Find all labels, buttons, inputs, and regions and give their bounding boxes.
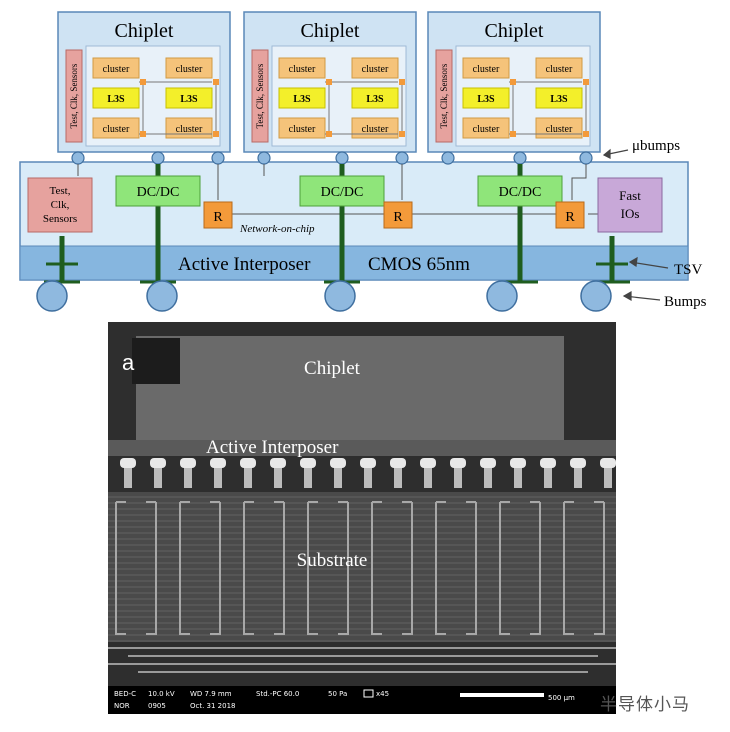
block-label: L3S [550, 94, 568, 105]
dcdc-label: DC/DC [321, 185, 364, 200]
block-label: cluster [546, 64, 573, 75]
noc-label: Network-on-chip [239, 223, 315, 235]
sem-chiplet-label: Chiplet [304, 358, 361, 379]
block-label: L3S [293, 94, 311, 105]
info-voltage: 10.0 kV [148, 690, 175, 698]
router-label: R [565, 210, 575, 225]
test-label: Clk, [51, 199, 70, 211]
ubumps-callout: μbumps [632, 138, 680, 154]
dcdc-label: DC/DC [499, 185, 542, 200]
watermark-text: 半导体小马 [600, 690, 725, 718]
info-mag: x45 [376, 690, 389, 698]
block-label: cluster [103, 64, 130, 75]
panel-letter: a [122, 350, 135, 375]
sem-substrate-label: Substrate [297, 550, 368, 571]
chiplet-3: Chiplet Test, Clk, Sensors cluster clust… [428, 12, 600, 152]
sem-interposer-label: Active Interposer [206, 437, 339, 458]
fast-io-block [598, 178, 662, 232]
info-pressure: 50 Pa [328, 690, 347, 698]
block-label: cluster [176, 64, 203, 75]
bumps-callout: Bumps [664, 294, 707, 310]
info-mode: Std.-PC 60.0 [256, 690, 299, 698]
chiplet-2: Chiplet Test, Clk, Sensors cluster clust… [244, 12, 416, 152]
info-nor: NOR [114, 702, 130, 710]
chiplet-side-label: Test, Clk, Sensors [439, 63, 449, 128]
dcdc-label: DC/DC [137, 185, 180, 200]
router-label: R [213, 210, 223, 225]
info-scale: 500 μm [548, 694, 575, 702]
fast-io-label: IOs [621, 206, 640, 221]
fast-io-label: Fast [619, 188, 641, 203]
info-wd: WD 7.9 mm [190, 690, 232, 698]
chiplet-1: Chiplet Test, Clk, Sensors cluster clust… [58, 12, 230, 152]
chiplet-title: Chiplet [485, 20, 544, 42]
block-label: L3S [366, 94, 384, 105]
block-label: cluster [289, 124, 316, 135]
router-label: R [393, 210, 403, 225]
info-id: 0905 [148, 702, 166, 710]
sem-cross-section: a Chiplet Active Interposer Substrate BE… [108, 322, 616, 714]
interposer-band [20, 246, 688, 280]
block-label: L3S [107, 94, 125, 105]
chiplet-side-label: Test, Clk, Sensors [255, 63, 265, 128]
active-interposer-label: Active Interposer [178, 254, 311, 275]
block-label: cluster [289, 64, 316, 75]
block-label: L3S [477, 94, 495, 105]
sem-chiplet-die [136, 336, 564, 442]
interposer-diagram: Chiplet Test, Clk, Sensors cluster clust… [0, 0, 730, 320]
chiplet-side-label: Test, Clk, Sensors [69, 63, 79, 128]
test-label: Sensors [43, 213, 77, 225]
bumps [37, 281, 611, 311]
block-label: cluster [362, 124, 389, 135]
chiplet-title: Chiplet [301, 20, 360, 42]
sem-info-bar [108, 686, 616, 714]
block-label: L3S [180, 94, 198, 105]
block-label: cluster [103, 124, 130, 135]
block-label: cluster [546, 124, 573, 135]
block-label: cluster [362, 64, 389, 75]
block-label: cluster [473, 124, 500, 135]
scale-bar [460, 693, 544, 697]
tsv-callout: TSV [674, 262, 703, 278]
block-label: cluster [176, 124, 203, 135]
info-detector: BED-C [114, 690, 136, 698]
block-label: cluster [473, 64, 500, 75]
cmos-label: CMOS 65nm [368, 254, 470, 275]
chiplet-title: Chiplet [115, 20, 174, 42]
test-label: Test, [50, 185, 71, 197]
info-date: Oct. 31 2018 [190, 702, 236, 710]
